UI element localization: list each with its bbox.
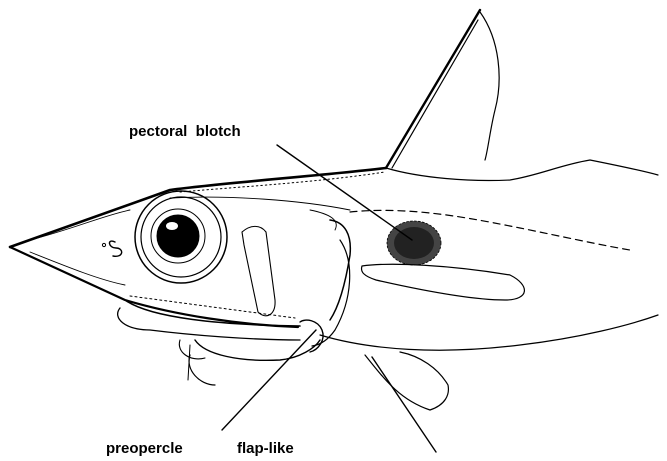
pectoral-fin	[362, 264, 525, 300]
preopercle-label: preopercle	[106, 441, 183, 456]
eye	[135, 191, 227, 283]
cheek-plate	[242, 226, 275, 315]
dorsal-ridge	[170, 197, 350, 210]
dorsal-ridge-dots	[180, 172, 385, 192]
preopercle-flap	[188, 320, 323, 385]
flap-like-pointer	[372, 357, 436, 452]
body-outline	[10, 160, 658, 350]
pectoral-blotch-label: pectoral blotch	[129, 124, 241, 139]
gill-cover	[310, 210, 350, 346]
preopercle-pointer	[222, 330, 316, 430]
dorsal-fin	[386, 10, 499, 168]
flap-like-label: flap-like	[237, 441, 294, 456]
pelvic-fin	[365, 352, 448, 410]
